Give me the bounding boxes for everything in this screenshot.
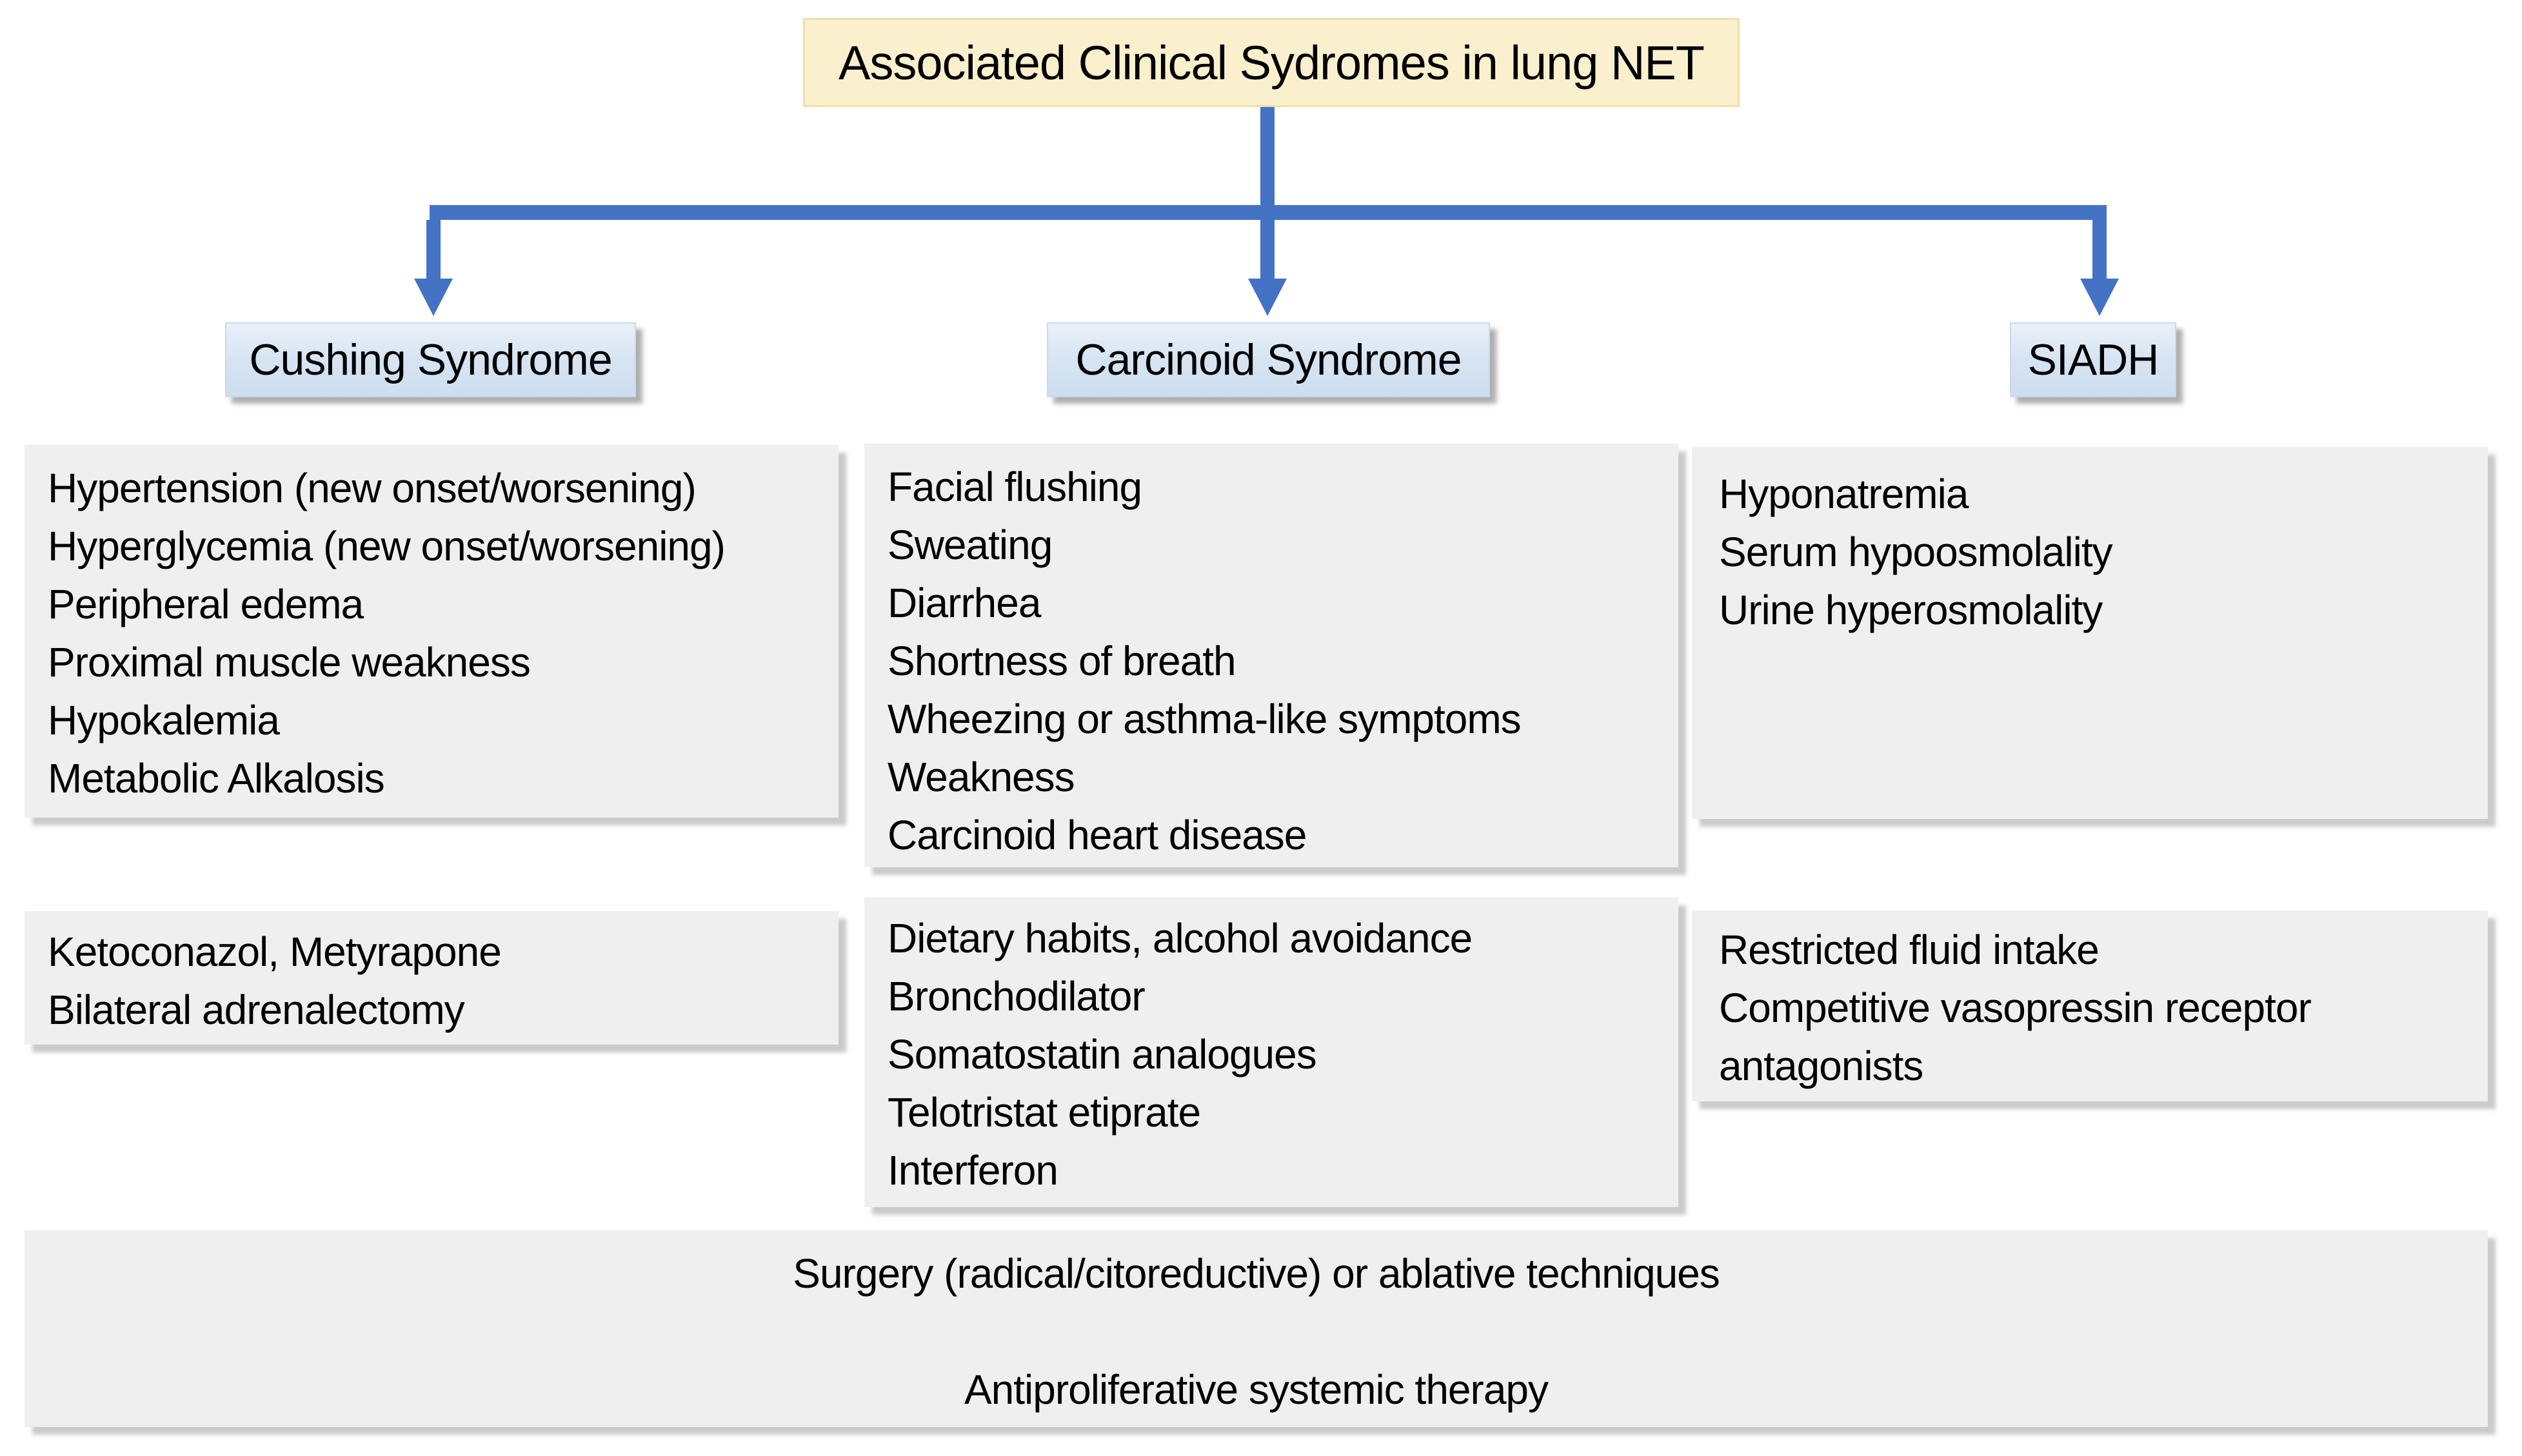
- header-siadh: SIADH: [2010, 322, 2176, 397]
- cushing-treatments-panel: Ketoconazol, Metyrapone Bilateral adrena…: [25, 911, 839, 1045]
- treatment-line: Restricted fluid intake: [1719, 927, 2100, 973]
- treatment-line: Bilateral adrenalectomy: [48, 987, 465, 1033]
- symptom-line: Urine hyperosmolality: [1719, 587, 2103, 633]
- connector-trunk-line: [1260, 107, 1275, 279]
- symptom-line: Weakness: [888, 754, 1075, 800]
- treatment-line: Dietary habits, alcohol avoidance: [888, 915, 1473, 961]
- header-cushing-label: Cushing Syndrome: [249, 335, 612, 384]
- title-box: Associated Clinical Sydromes in lung NET: [803, 18, 1740, 107]
- symptom-line: Facial flushing: [888, 464, 1142, 510]
- common-therapy-panel: Surgery (radical/citoreductive) or ablat…: [25, 1230, 2488, 1427]
- symptom-line: Hypertension (new onset/worsening): [48, 465, 697, 511]
- symptom-line: Serum hypoosmolality: [1719, 529, 2113, 575]
- connector-drop-right: [2092, 220, 2107, 279]
- header-cushing-syndrome: Cushing Syndrome: [225, 322, 636, 397]
- symptom-line: Peripheral edema: [48, 581, 364, 627]
- footer-line-antiproliferative: Antiproliferative systemic therapy: [964, 1366, 1549, 1413]
- down-arrowhead-icon: [1248, 279, 1287, 316]
- header-siadh-label: SIADH: [2027, 335, 2160, 384]
- connector-drop-left: [426, 220, 441, 279]
- connector-branch-bar: [430, 205, 2107, 220]
- footer-spacer: [25, 1303, 2488, 1361]
- symptom-line: Proximal muscle weakness: [48, 639, 531, 685]
- symptom-line: Sweating: [888, 522, 1053, 568]
- symptom-line: Wheezing or asthma-like symptoms: [888, 696, 1522, 742]
- header-carcinoid-label: Carcinoid Syndrome: [1075, 335, 1462, 384]
- siadh-treatments-panel: Restricted fluid intake Competitive vaso…: [1692, 910, 2488, 1101]
- down-arrowhead-icon: [2080, 279, 2119, 316]
- footer-line-surgery: Surgery (radical/citoreductive) or ablat…: [793, 1250, 1720, 1297]
- treatment-line: Competitive vasopressin receptor antagon…: [1719, 985, 2312, 1089]
- symptom-line: Metabolic Alkalosis: [48, 755, 385, 802]
- cushing-symptoms-panel: Hypertension (new onset/worsening) Hyper…: [25, 445, 839, 818]
- siadh-symptoms-panel: Hyponatremia Serum hypoosmolality Urine …: [1692, 447, 2488, 819]
- treatment-line: Interferon: [888, 1147, 1058, 1194]
- symptom-line: Hyponatremia: [1719, 471, 1969, 517]
- down-arrowhead-icon: [414, 279, 453, 316]
- symptom-line: Diarrhea: [888, 580, 1041, 626]
- symptom-line: Hypokalemia: [48, 697, 280, 743]
- symptom-line: Shortness of breath: [888, 638, 1236, 684]
- carcinoid-treatments-panel: Dietary habits, alcohol avoidance Bronch…: [864, 898, 1678, 1207]
- symptom-line: Carcinoid heart disease: [888, 812, 1307, 858]
- title-text: Associated Clinical Sydromes in lung NET: [839, 35, 1705, 90]
- symptom-line: Hyperglycemia (new onset/worsening): [48, 523, 726, 569]
- treatment-line: Ketoconazol, Metyrapone: [48, 929, 502, 975]
- header-carcinoid-syndrome: Carcinoid Syndrome: [1047, 322, 1490, 397]
- carcinoid-symptoms-panel: Facial flushing Sweating Diarrhea Shortn…: [864, 444, 1678, 867]
- treatment-line: Telotristat etiprate: [888, 1089, 1201, 1136]
- treatment-line: Bronchodilator: [888, 973, 1146, 1019]
- treatment-line: Somatostatin analogues: [888, 1031, 1317, 1077]
